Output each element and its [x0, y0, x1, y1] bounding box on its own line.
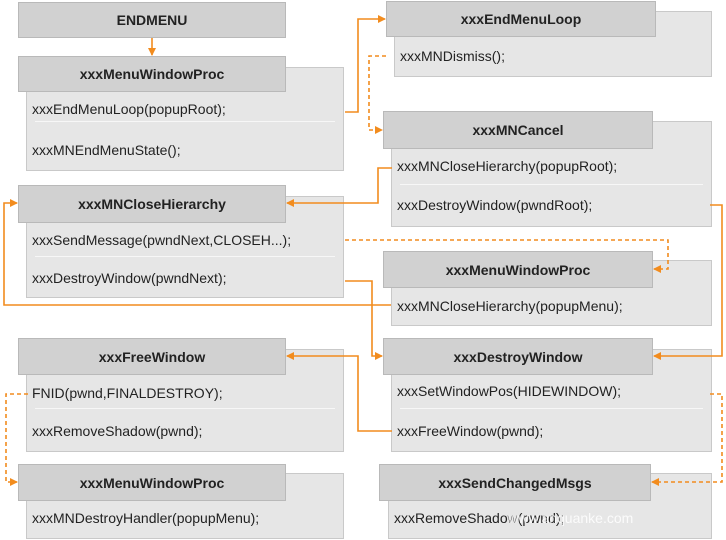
- row-divider: [400, 184, 703, 185]
- row-removeshadow-2-call: xxxRemoveShadow(pwnd);: [394, 510, 565, 526]
- arrow-sendmessage-to-menuwindowproc: [345, 239, 669, 273]
- arrow-mncancel-to-destroywindow: [653, 204, 723, 360]
- menuwindowproc-1-header: xxxMenuWindowProc: [18, 56, 286, 92]
- arrow-destroywindow-next-to-destroywindow: [345, 280, 383, 360]
- row-mnclosehierarchy-root-call: xxxMNCloseHierarchy(popupRoot);: [397, 158, 618, 174]
- mnclosehierarchy-header: xxxMNCloseHierarchy: [18, 185, 286, 223]
- endmenu-box: ENDMENU: [18, 2, 286, 38]
- menuwindowproc-3-header: xxxMenuWindowProc: [18, 464, 286, 501]
- row-destroywindow-next-call: xxxDestroyWindow(pwndNext);: [32, 270, 227, 286]
- destroywindow-header: xxxDestroyWindow: [383, 338, 653, 375]
- row-divider: [35, 121, 335, 122]
- arrow-mncancel-to-mnclosehierarchy: [286, 167, 392, 207]
- row-divider: [400, 408, 703, 409]
- destroywindow-title: xxxDestroyWindow: [453, 348, 583, 365]
- arrow-endmenuloop-to-mncancel: [368, 55, 386, 134]
- arrow-freewindow-to-menuwindowproc: [5, 393, 28, 486]
- arrow-menuwindowproc-loop-to-mnclosehierarchy: [3, 199, 391, 306]
- row-removeshadow-call: xxxRemoveShadow(pwnd);: [32, 423, 203, 439]
- mncancel-title: xxxMNCancel: [472, 122, 564, 138]
- endmenuloop-header: xxxEndMenuLoop: [386, 1, 656, 37]
- sendchangedmsgs-header: xxxSendChangedMsgs: [379, 464, 651, 501]
- arrow-destroywindow-to-sendchangedmsgs: [651, 393, 723, 486]
- endmenu-title: ENDMENU: [116, 12, 188, 28]
- row-destroywindow-root-call: xxxDestroyWindow(pwndRoot);: [397, 197, 593, 213]
- row-divider: [35, 256, 335, 257]
- endmenuloop-title: xxxEndMenuLoop: [460, 11, 582, 27]
- row-divider: [35, 408, 335, 409]
- row-mnendmenustate-call: xxxMNEndMenuState();: [32, 142, 181, 158]
- row-mndestroyhandler-call: xxxMNDestroyHandler(popupMenu);: [32, 510, 260, 526]
- arrow-destroywindow-to-freewindow: [286, 352, 392, 432]
- freewindow-header: xxxFreeWindow: [18, 338, 286, 375]
- row-setwindowpos-call: xxxSetWindowPos(HIDEWINDOW);: [397, 383, 622, 399]
- menuwindowproc-2-title: xxxMenuWindowProc: [445, 261, 591, 278]
- row-freewindow-call: xxxFreeWindow(pwnd);: [397, 423, 544, 439]
- watermark-text: www.anquanke.com: [508, 510, 634, 526]
- menuwindowproc-3-title: xxxMenuWindowProc: [79, 474, 225, 491]
- menuwindowproc-2-header: xxxMenuWindowProc: [383, 251, 653, 288]
- row-mndismiss-call: xxxMNDismiss();: [400, 48, 505, 64]
- arrow-menuwindowproc-to-endmenuloop: [345, 15, 386, 113]
- sendchangedmsgs-title: xxxSendChangedMsgs: [438, 474, 592, 491]
- row-endmenuloop-call: xxxEndMenuLoop(popupRoot);: [32, 101, 226, 117]
- mnclosehierarchy-title: xxxMNCloseHierarchy: [78, 196, 226, 212]
- freewindow-title: xxxFreeWindow: [98, 348, 206, 365]
- row-fnid-call: FNID(pwnd,FINALDESTROY);: [32, 385, 223, 401]
- mncancel-header: xxxMNCancel: [383, 111, 653, 149]
- menuwindowproc-1-title: xxxMenuWindowProc: [79, 66, 225, 82]
- row-sendmessage-call: xxxSendMessage(pwndNext,CLOSEH...);: [32, 232, 292, 248]
- row-mnclosehierarchy-menu-call: xxxMNCloseHierarchy(popupMenu);: [397, 298, 623, 314]
